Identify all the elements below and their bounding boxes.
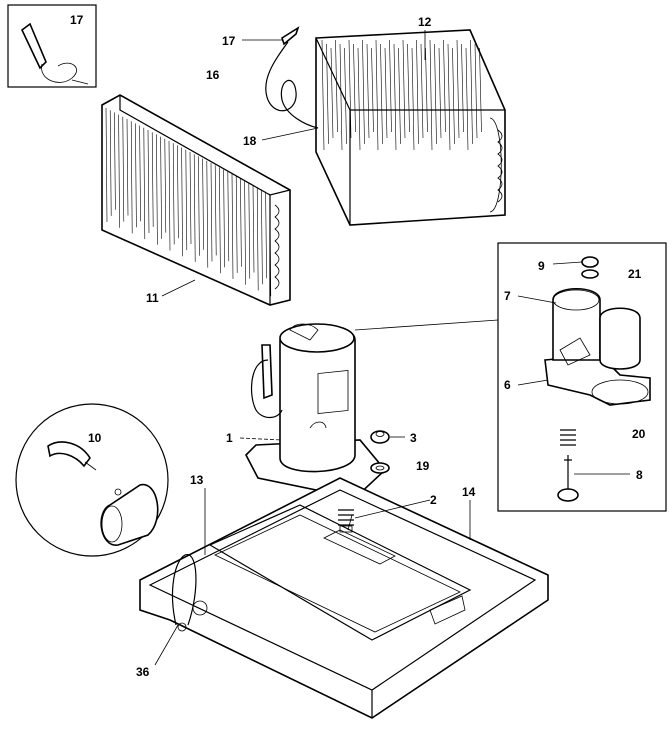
- part-labels: 17 17 16 18 12 11 1 3 19 2 10 13 14 36 9…: [70, 13, 646, 679]
- label-19: 19: [416, 459, 430, 473]
- inset-17-box: [7, 4, 97, 88]
- capillary-tube: [265, 26, 319, 129]
- evaporator-coil-front: [101, 94, 291, 306]
- label-9: 9: [538, 259, 545, 273]
- label-12: 12: [418, 15, 432, 29]
- label-36: 36: [136, 665, 150, 679]
- label-16: 16: [206, 68, 220, 82]
- inset-10-circle: [15, 403, 169, 557]
- label-6: 6: [504, 378, 511, 392]
- label-20: 20: [632, 427, 646, 441]
- label-8: 8: [636, 468, 643, 482]
- leader-lines: [154, 30, 630, 666]
- label-14: 14: [462, 485, 476, 499]
- label-21: 21: [628, 267, 642, 281]
- label-13: 13: [190, 473, 204, 487]
- detail-box: [354, 242, 667, 512]
- condenser-coil-rear: [315, 29, 506, 226]
- spring-mount: [338, 509, 354, 533]
- label-1: 1: [226, 431, 233, 445]
- label-7: 7: [504, 289, 511, 303]
- label-10: 10: [88, 431, 102, 445]
- label-11: 11: [146, 291, 159, 305]
- drain-loop: [171, 554, 197, 632]
- base-pan: [139, 477, 549, 719]
- nut-washer: [370, 430, 390, 474]
- label-3: 3: [410, 431, 417, 445]
- label-18: 18: [243, 134, 257, 148]
- compressor: [245, 323, 387, 502]
- label-2: 2: [430, 493, 437, 507]
- label-17-inset: 17: [70, 13, 84, 27]
- label-17: 17: [222, 34, 236, 48]
